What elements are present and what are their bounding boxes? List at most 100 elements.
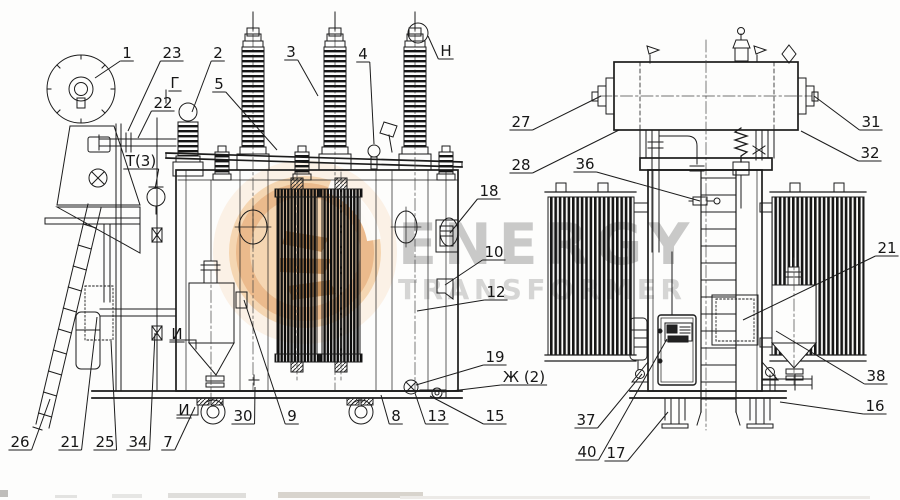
callout-label-26: 26 — [10, 433, 29, 451]
roller-1 — [196, 397, 226, 425]
callout-label-21: 21 — [877, 239, 896, 257]
lv-bushing-3 — [436, 145, 456, 181]
ladder — [32, 203, 102, 431]
callout-label-25: 25 — [95, 433, 114, 451]
callout-leader — [414, 392, 426, 425]
callout-label-Г: Г — [170, 74, 179, 92]
callout-label-4: 4 — [358, 45, 368, 63]
hv-bushing-1 — [236, 11, 270, 171]
tap-selector-cap — [367, 144, 381, 158]
foot-left — [661, 397, 689, 429]
lv-bushing-1 — [212, 145, 232, 181]
callout-leader — [94, 60, 121, 79]
lv-bushing-2 — [292, 145, 312, 181]
side-view — [544, 27, 867, 431]
callout-label-3: 3 — [286, 43, 296, 61]
front-view — [32, 11, 463, 431]
callout-leader — [442, 384, 501, 393]
callout-label-5: 5 — [214, 75, 224, 93]
base-side — [629, 360, 813, 429]
callout-leader — [429, 395, 484, 425]
callout-label-16: 16 — [865, 397, 884, 415]
vent-flag — [379, 121, 398, 138]
callout-label-И: И — [171, 325, 182, 343]
callout-leader — [110, 340, 118, 451]
bottom-edge-fragments — [0, 490, 870, 499]
oil-piping — [639, 127, 775, 253]
roller-2 — [346, 397, 374, 425]
callout-label-38: 38 — [866, 367, 885, 385]
callout-leader — [532, 129, 620, 174]
callout-leader — [137, 110, 152, 139]
callout-leader — [415, 364, 484, 386]
callout-label-7: 7 — [163, 433, 173, 451]
callout-leader — [449, 198, 478, 234]
support-column — [44, 117, 163, 392]
callout-label-34: 34 — [128, 433, 147, 451]
callout-label-18: 18 — [479, 182, 498, 200]
callout-label-23: 23 — [162, 44, 181, 62]
callout-label-12: 12 — [486, 283, 505, 301]
ladder-side — [696, 169, 741, 426]
callout-label-1: 1 — [122, 44, 132, 62]
upper-pipe — [98, 132, 177, 153]
callout-label-Ж (2): Ж (2) — [503, 368, 545, 386]
callout-leader — [225, 91, 278, 151]
thermometer-pocket — [146, 186, 166, 215]
callout-label-10: 10 — [484, 243, 503, 261]
cover-fittings — [172, 102, 456, 181]
hv-bushing-3 — [398, 11, 432, 171]
terminal-box — [435, 219, 459, 300]
callout-leader — [31, 398, 51, 451]
hv-bushing-2 — [318, 11, 352, 171]
drain-pipe — [761, 374, 813, 391]
callout-circle-H — [407, 22, 429, 44]
callout-leader — [775, 330, 865, 385]
hv-bushings — [236, 11, 432, 171]
callout-label-9: 9 — [287, 407, 297, 425]
watermark-line2: TRANSFORMER — [398, 273, 686, 306]
callout-leader — [81, 316, 98, 451]
callout-leader — [174, 406, 196, 451]
section-marks — [165, 89, 199, 416]
callout-leader — [154, 168, 160, 190]
callout-leader — [149, 332, 156, 451]
callout-leader — [596, 171, 701, 202]
callout-leader — [369, 61, 375, 145]
callout-label-15: 15 — [485, 407, 504, 425]
callout-label-22: 22 — [153, 94, 172, 112]
callout-label-27: 27 — [511, 113, 530, 131]
callout-leader — [532, 95, 602, 131]
radiators-front — [274, 171, 363, 381]
control-cabinet — [657, 251, 697, 386]
callout-label-30: 30 — [233, 407, 252, 425]
callout-label-2: 2 — [213, 44, 223, 62]
callout-label-13: 13 — [427, 407, 446, 425]
callout-label-Т(3): Т(3) — [125, 152, 156, 170]
callout-label-Н: Н — [440, 42, 451, 60]
callout-leader — [800, 130, 859, 162]
callout-label-28: 28 — [511, 156, 530, 174]
callout-label-17: 17 — [606, 444, 625, 462]
callout-leader — [813, 95, 860, 131]
side-vessels — [75, 285, 177, 370]
callout-leader — [191, 60, 212, 113]
callout-label-И: И — [178, 401, 189, 419]
callout-label-19: 19 — [485, 348, 504, 366]
callout-label-37: 37 — [576, 411, 595, 429]
callout-label-8: 8 — [391, 407, 401, 425]
callout-label-36: 36 — [575, 155, 594, 173]
callout-leader — [380, 394, 390, 425]
callout-leader — [779, 401, 864, 415]
callout-leader — [243, 299, 286, 425]
callout-label-21: 21 — [60, 433, 79, 451]
callout-leader — [444, 259, 483, 286]
callout-leader — [297, 59, 319, 97]
oil-sampling-valve — [688, 196, 721, 206]
callout-leader — [597, 373, 643, 429]
filter-front — [187, 179, 248, 399]
callout-leader — [742, 255, 876, 321]
